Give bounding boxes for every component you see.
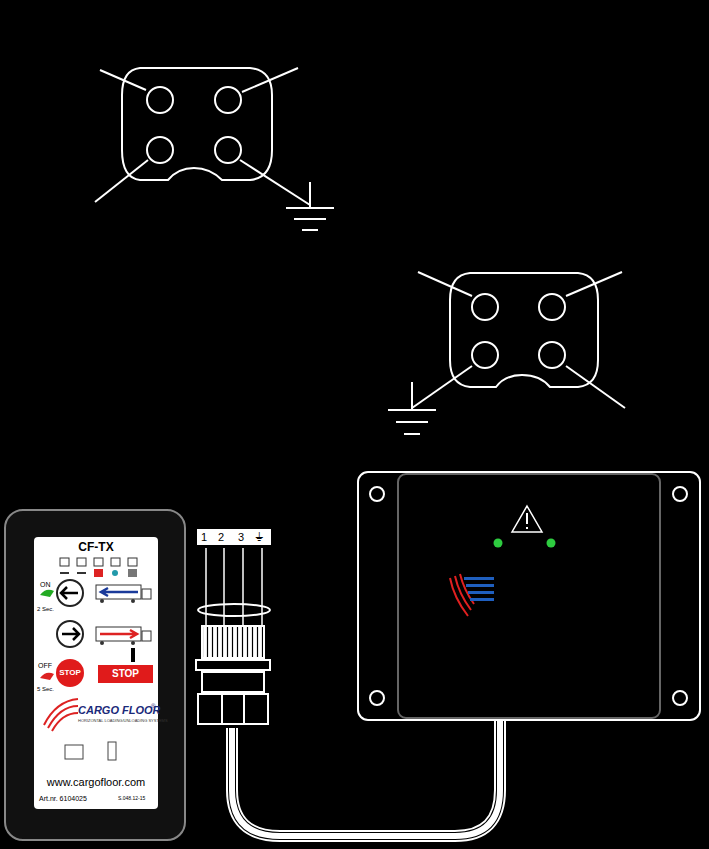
control-box bbox=[358, 472, 700, 720]
pin-number: 1 bbox=[201, 532, 207, 543]
pin-number: 3 bbox=[238, 532, 244, 543]
label-text: 2 Sec. bbox=[37, 606, 54, 612]
label-text: OFF bbox=[38, 662, 52, 669]
panel-text: CF-TX bbox=[34, 541, 158, 553]
cable bbox=[232, 716, 500, 836]
label-text: ON bbox=[40, 581, 51, 588]
label-text: ® bbox=[151, 703, 155, 709]
label-text: STOP bbox=[56, 669, 84, 677]
connector-socket bbox=[95, 68, 334, 230]
remote-label-panel: CF-TX www.cargofloor.comArt.nr. 6104025 S.… bbox=[34, 537, 158, 809]
label-text: CARGO FLOOR bbox=[78, 705, 161, 716]
connector-socket bbox=[388, 272, 625, 434]
panel-text: S.048.12-15 bbox=[118, 796, 145, 801]
label-text: STOP bbox=[98, 669, 153, 679]
cable-sleeve bbox=[198, 604, 270, 616]
label-text: HORIZONTAL LOADING/UNLOADING SYSTEMS bbox=[78, 719, 168, 723]
panel-text: Art.nr. 6104025 bbox=[39, 795, 87, 802]
remote-control bbox=[5, 510, 185, 840]
label-text: 5 Sec. bbox=[37, 686, 54, 692]
cable-gland bbox=[196, 626, 270, 724]
terminal-strip: 12 3 ⏚ bbox=[196, 528, 272, 546]
pin-number: 2 bbox=[218, 532, 224, 543]
panel-text: www.cargofloor.com bbox=[34, 777, 158, 788]
pin-number: ⏚ bbox=[255, 531, 264, 543]
